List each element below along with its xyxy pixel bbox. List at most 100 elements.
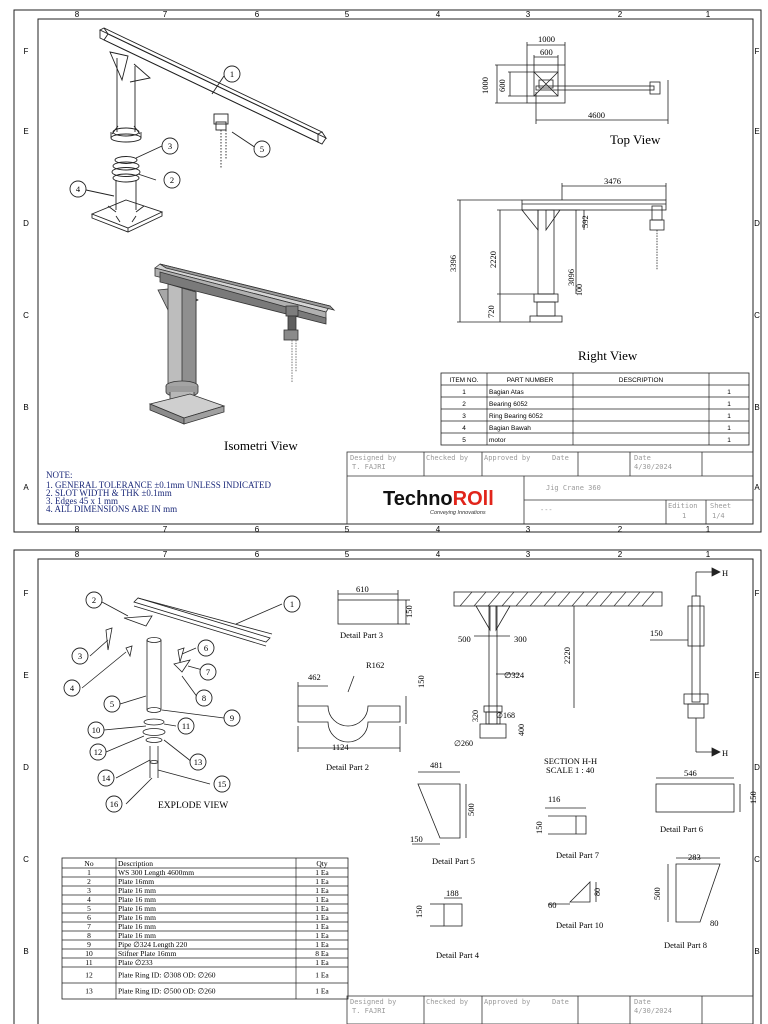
zone-row-E: E	[23, 127, 28, 136]
date-label-left: Date	[552, 454, 569, 462]
company-logo: TechnoROll Conveying Innovations	[383, 488, 494, 516]
bom2-cell: Pipe ∅324 Length 220	[118, 940, 187, 949]
detail-part4-drawing	[430, 897, 463, 927]
part8-dim-80: 80	[710, 918, 719, 928]
zone-row-A: A	[23, 483, 29, 492]
zone-col-8: 8	[75, 10, 80, 19]
zone-row-E: E	[23, 671, 28, 680]
zone-col-6: 6	[255, 550, 260, 559]
title-block-sheet2	[346, 995, 754, 1024]
logo-tagline: Conveying Innovations	[430, 510, 486, 516]
bom1-cell: Bearing 6052	[489, 401, 528, 408]
balloon-2: 2	[85, 591, 103, 609]
designed-by-label-2: Designed by	[350, 998, 396, 1006]
bom2-cell: 12	[85, 971, 93, 980]
bom1-cell: 1	[727, 425, 731, 432]
balloon-8: 8	[195, 689, 213, 707]
balloon-5: 5	[253, 140, 271, 158]
top-dim-600: 600	[540, 47, 553, 57]
zone-col-1: 1	[706, 550, 711, 559]
right-dim-592: 592	[580, 215, 590, 228]
bom2-cell: 9	[87, 940, 91, 949]
bom2-cell: 2	[87, 877, 91, 886]
balloon-15: 15	[213, 775, 231, 793]
bom2-cell: Plate Ring ID: ∅308 OD: ∅260	[118, 971, 216, 980]
zone-row-C: C	[23, 855, 29, 864]
section-mark-bottom: H	[722, 748, 728, 758]
part3-dim-610: 610	[356, 584, 369, 594]
balloon-number: 2	[170, 175, 174, 185]
zone-col-4: 4	[436, 10, 441, 19]
top-view-label: Top View	[610, 132, 661, 147]
bom1-cell: 1	[727, 389, 731, 396]
bom2-cell: Plate 16 mm	[118, 931, 156, 940]
right-dim-3476: 3476	[604, 176, 621, 186]
zone-col-1: 1	[706, 10, 711, 19]
zone-col-bottom-5: 5	[345, 525, 350, 534]
balloon-16: 16	[105, 795, 123, 813]
svg-text:TechnoROll: TechnoROll	[383, 488, 494, 510]
part2-dim-1124: 1124	[332, 742, 349, 752]
balloon-number: 4	[76, 184, 81, 194]
date-label-left-2: Date	[552, 998, 569, 1006]
zone-row-D: D	[23, 763, 29, 772]
zone-row-B: B	[23, 947, 28, 956]
bom2-cell: 8	[87, 931, 91, 940]
bom1-cell: Bagian Atas	[489, 389, 524, 396]
bom2-cell: 1 Ea	[315, 931, 329, 940]
balloon-number: 2	[92, 595, 96, 605]
part10-dim-60: 60	[548, 900, 557, 910]
zone-row-right-D: D	[754, 219, 760, 228]
zone-col-bottom-2: 2	[618, 525, 623, 534]
balloon-9: 9	[223, 709, 241, 727]
approved-by-label-2: Approved by	[484, 998, 530, 1006]
right-dim-100: 100	[575, 284, 584, 296]
balloon-number: 14	[102, 773, 111, 783]
balloon-6: 6	[197, 639, 215, 657]
zone-col-7: 7	[163, 550, 168, 559]
bom2-cell: WS 300 Length 4600mm	[118, 868, 194, 877]
bom2-cell: Plate Ring ID: ∅500 OD: ∅260	[118, 987, 216, 996]
section-dim-500: 500	[458, 634, 471, 644]
bom2-cell: 1 Ea	[315, 922, 329, 931]
detail-part2-label: Detail Part 2	[326, 762, 369, 772]
detail-part6-drawing	[655, 777, 741, 813]
drawing-title: Jig Crane 360	[546, 484, 601, 492]
section-dim-2220: 2220	[562, 647, 572, 664]
balloon-number: 3	[78, 651, 82, 661]
edition-label: Edition	[668, 502, 698, 510]
zone-row-right-A: A	[754, 483, 760, 492]
bom2-cell: 1 Ea	[315, 886, 329, 895]
zone-col-6: 6	[255, 10, 260, 19]
part8-dim-500: 500	[652, 887, 662, 900]
approved-by-label: Approved by	[484, 454, 530, 462]
section-dim-400: 400	[517, 724, 526, 736]
part10-dim-80: 80	[593, 888, 602, 896]
section-marker-view	[650, 567, 721, 757]
part5-dim-150: 150	[410, 834, 423, 844]
balloon-number: 10	[92, 725, 101, 735]
balloon-number: 3	[168, 141, 172, 151]
detail-part8-drawing	[667, 857, 721, 923]
bom1-header-0: ITEM NO.	[450, 377, 479, 384]
top-dim-4600: 4600	[588, 110, 605, 120]
bom2-cell: Plate 16 mm	[118, 886, 156, 895]
balloon-1: 1	[223, 65, 241, 83]
part6-dim-150: 150	[748, 791, 758, 804]
bom2-cell: 4	[87, 895, 91, 904]
bom2-cell: Stifner Plate 16mm	[118, 949, 176, 958]
bom2-header-0: No	[84, 859, 93, 868]
sheet-label: Sheet	[710, 502, 731, 510]
detail-part5-label: Detail Part 5	[432, 856, 475, 866]
balloon-2: 2	[163, 171, 181, 189]
